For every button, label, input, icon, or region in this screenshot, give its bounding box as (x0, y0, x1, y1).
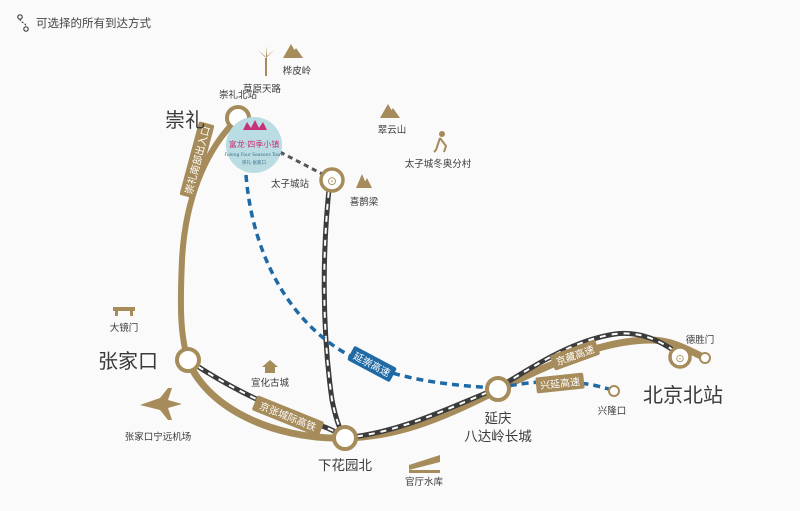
svg-text:⊙: ⊙ (675, 352, 684, 365)
mountain-icon-huapiling (283, 44, 303, 58)
svg-text:富龙·四季小镇: 富龙·四季小镇 (229, 139, 280, 149)
label-dajingmen: 大镜门 (110, 322, 139, 334)
label-xuanhua: 宣化古城 (251, 377, 290, 389)
label-taizicheng-station: 太子城站 (271, 178, 310, 190)
svg-text:⊙: ⊙ (327, 174, 337, 188)
node-beijing-north[interactable]: ⊙ (668, 345, 692, 369)
label-chongli: 崇礼 (165, 108, 205, 132)
label-cuiyunshan: 翠云山 (378, 125, 407, 136)
map-title: 可选择的所有到达方式 (36, 16, 151, 30)
label-airport: 张家口宁远机场 (125, 431, 192, 443)
node-xinglongkou[interactable] (608, 385, 620, 397)
label-xinglongkou: 兴隆口 (598, 405, 627, 417)
main-expressway (184, 336, 709, 442)
label-beijing-north: 北京北站 (643, 383, 723, 407)
label-olympic-village: 太子城冬奥分村 (405, 158, 472, 170)
label-caoyuan-tianlu: 草原天路 (243, 83, 282, 95)
resort-logo[interactable]: 富龙·四季小镇 Fulong Four Seasons Town 崇礼·张家口 (224, 117, 284, 173)
label-deshengmen: 德胜门 (686, 334, 715, 346)
node-deshengmen[interactable] (699, 352, 711, 364)
svg-text:崇礼·张家口: 崇礼·张家口 (242, 159, 266, 166)
mountain-icon-cuiyunshan (380, 104, 400, 118)
label-zhangjiakou: 张家口 (98, 349, 158, 373)
label-guanting: 官厅水库 (405, 476, 444, 488)
label-huapiling: 桦皮岭 (283, 65, 312, 77)
label-chongli-north: 崇礼北站 (219, 89, 258, 101)
node-yanqing[interactable] (485, 376, 511, 402)
yanchong-expressway (244, 174, 499, 390)
tree-icon-xiqueliang (356, 174, 372, 188)
route-icon (17, 14, 29, 32)
taizicheng-rail (321, 179, 348, 440)
windmill-icon (258, 46, 274, 76)
chongli-expressway (177, 115, 241, 363)
dam-icon-guanting (409, 455, 440, 473)
svg-text:Fulong Four Seasons Town: Fulong Four Seasons Town (224, 152, 283, 158)
tag-yanchong: 延崇高速 (347, 346, 397, 382)
label-badaling: 八达岭长城 (464, 429, 532, 445)
map-header: 可选择的所有到达方式 (16, 14, 151, 32)
node-zhangjiakou[interactable] (175, 347, 201, 373)
skier-icon (433, 131, 448, 153)
label-xiqueliang: 喜鹊梁 (350, 196, 379, 208)
node-xiahuayuan-north[interactable] (332, 425, 358, 451)
label-xiahuayuan-north: 下花园北 (318, 458, 372, 474)
airplane-icon (140, 388, 182, 420)
node-taizicheng-station[interactable]: ⊙ (319, 167, 345, 193)
tag-xingyan: 兴延高速 (535, 372, 585, 394)
svg-text:兴延高速: 兴延高速 (539, 375, 580, 392)
label-yanqing: 延庆 (485, 411, 512, 427)
gate-icon-dajingmen (113, 307, 135, 316)
pavilion-icon-xuanhua (262, 360, 278, 373)
